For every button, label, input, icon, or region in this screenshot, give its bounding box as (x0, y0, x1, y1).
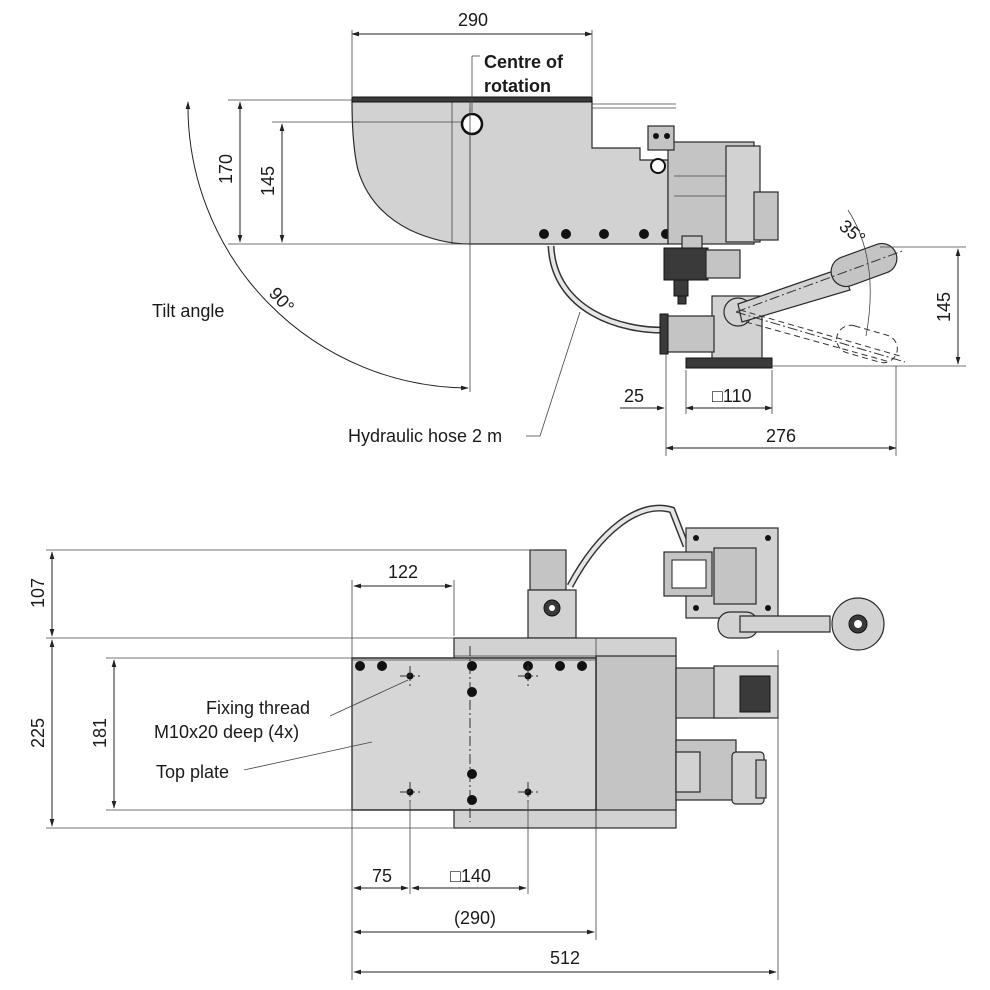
pump-base-side (685, 357, 773, 369)
dim-122: 122 (388, 562, 418, 582)
rotation-centre (460, 112, 484, 136)
tilt-angle-arc (185, 101, 469, 391)
tilt-angle-label: Tilt angle (152, 301, 224, 321)
angle-90: 90° (265, 283, 298, 317)
dim-290-top: 290 (458, 10, 488, 30)
centre-of-rotation-1: Centre of (484, 52, 564, 72)
pump-handle (737, 267, 851, 323)
dim-512: 512 (550, 948, 580, 968)
angle-35: 35° (835, 216, 869, 249)
top-view (351, 504, 885, 829)
fixing-thread-label-2: M10x20 deep (4x) (154, 722, 299, 742)
dim-107: 107 (28, 578, 48, 608)
centre-of-rotation-2: rotation (484, 76, 551, 96)
dim-170: 170 (216, 154, 236, 184)
dim-225: 225 (28, 718, 48, 748)
hydraulic-hose-side (547, 245, 669, 334)
side-view (185, 96, 906, 392)
fixing-threads (400, 666, 538, 802)
hydraulic-hose-label: Hydraulic hose 2 m (348, 426, 502, 446)
dim-110: □110 (712, 386, 752, 406)
dim-145-left: 145 (258, 166, 278, 196)
pump-handle-top (739, 615, 831, 633)
dim-276: 276 (766, 426, 796, 446)
fixing-thread-label-1: Fixing thread (206, 698, 310, 718)
side-dimensions (228, 30, 966, 456)
dim-75: 75 (372, 866, 392, 886)
top-plate-label: Top plate (156, 762, 229, 782)
top-dimensions (46, 549, 779, 980)
dim-145-right: 145 (934, 292, 954, 322)
dim-181: 181 (90, 718, 110, 748)
top-plate (351, 657, 597, 811)
dim-290-paren: (290) (454, 908, 496, 928)
dim-140: □140 (450, 866, 491, 886)
dim-25: 25 (624, 386, 644, 406)
